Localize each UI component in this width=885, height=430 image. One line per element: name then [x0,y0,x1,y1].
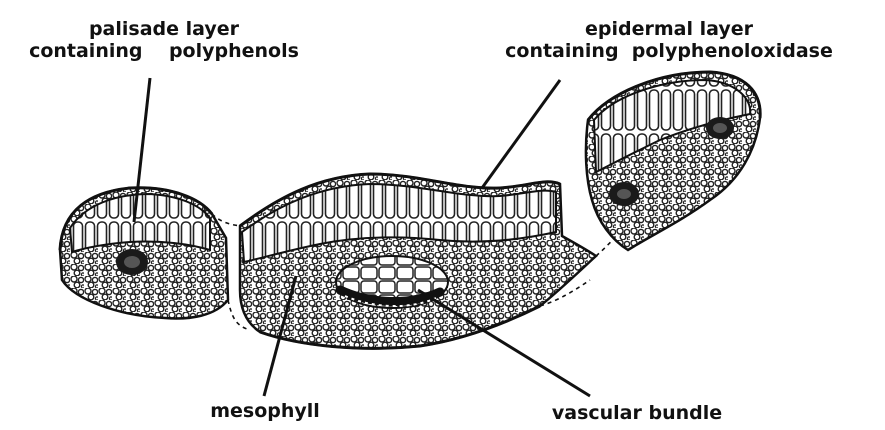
label-vascular-text: vascular bundle [512,402,762,424]
label-mesophyll: mesophyll [180,400,350,422]
pointer-epidermal [482,80,560,188]
label-palisade-line2: containing polyphenols [14,40,314,62]
label-mesophyll-text: mesophyll [180,400,350,422]
label-palisade-line1: palisade layer [14,18,314,40]
left-lobe [60,188,228,319]
central-body [240,174,596,348]
right-lobe [586,72,760,250]
label-epidermal-line2: containing polyphenoloxidase [464,40,874,62]
label-epidermal-line1: epidermal layer [464,18,874,40]
label-epidermal-layer: epidermal layer containing polyphenoloxi… [464,18,874,62]
label-palisade-layer: palisade layer containing polyphenols [14,18,314,62]
label-vascular-bundle: vascular bundle [512,402,762,424]
